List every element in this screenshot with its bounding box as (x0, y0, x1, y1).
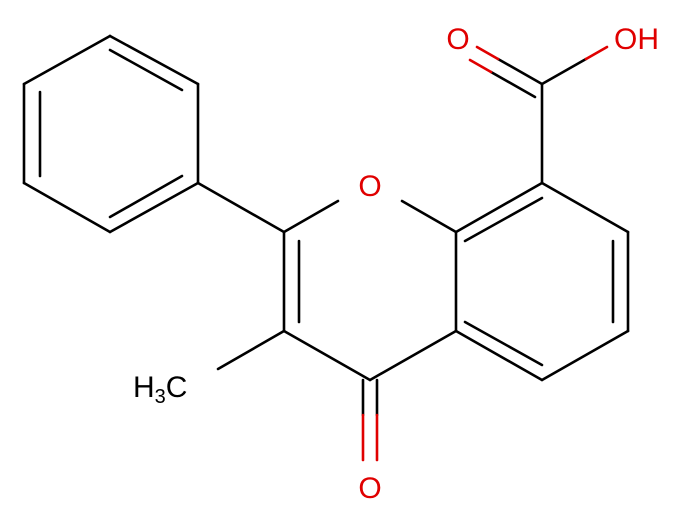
bond (282, 329, 372, 382)
bond (475, 45, 500, 61)
methyl-c: C (166, 371, 188, 404)
bond (540, 181, 630, 234)
pyranone-ring (282, 199, 458, 382)
methyl-label: H3C (133, 371, 187, 408)
bond (216, 329, 286, 371)
bond-inner (108, 174, 184, 219)
bond (368, 329, 458, 382)
bond (400, 199, 458, 234)
methyl-h: H (133, 371, 155, 404)
methyl-subscript: 3 (155, 386, 166, 408)
bond-inner (463, 320, 544, 367)
ring-oxygen-label: O (358, 170, 381, 203)
bond (496, 57, 544, 86)
carboxylic-acid (468, 45, 609, 185)
phenyl-ring (22, 34, 200, 234)
bond (468, 58, 493, 74)
bond-inner (463, 196, 544, 243)
ketone (361, 378, 379, 462)
bond (282, 199, 340, 234)
bond (540, 329, 630, 382)
bond (108, 34, 200, 86)
bond (584, 45, 609, 61)
bond (22, 181, 112, 234)
bond (540, 57, 588, 86)
carbonyl-oxygen-label: O (446, 23, 469, 56)
bond (454, 181, 544, 234)
bond (108, 181, 200, 234)
bond (22, 34, 112, 86)
benzo-ring (454, 181, 630, 382)
bond (454, 329, 544, 382)
bond (196, 181, 286, 234)
hydroxyl-label: OH (614, 23, 659, 56)
ketone-oxygen-label: O (358, 472, 381, 505)
bond-inner (108, 48, 184, 92)
bond (489, 70, 537, 99)
